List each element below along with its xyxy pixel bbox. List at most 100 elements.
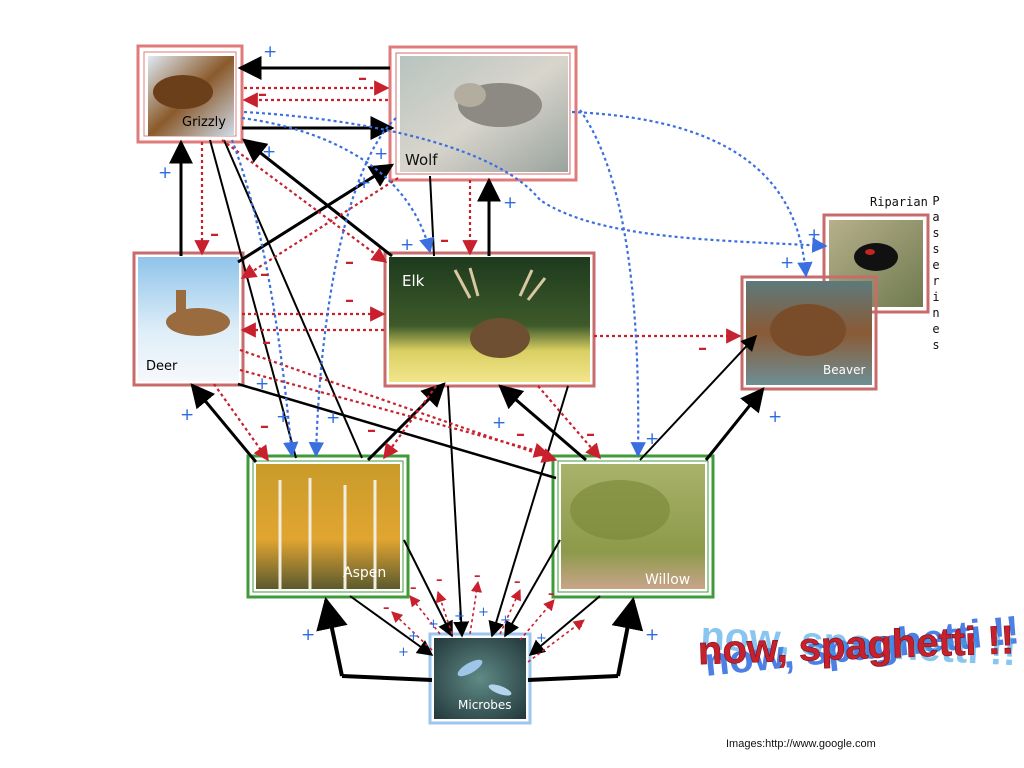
sign-plus: +	[492, 413, 506, 433]
arrow-aspen-deer	[190, 383, 258, 463]
label-aspen: Aspen	[343, 565, 386, 581]
sign-minus: –	[514, 575, 521, 590]
pos-grizzly-passerines	[243, 110, 828, 253]
label-microbes: Microbes	[458, 698, 512, 712]
node-willow: Willow	[551, 454, 715, 599]
sign-minus: –	[358, 68, 367, 89]
sign-plus: +	[478, 605, 489, 620]
arrow-microbes-willow	[527, 674, 619, 682]
sign-minus: –	[258, 84, 267, 105]
arrow-willow-elk	[498, 384, 587, 462]
sign-plus: +	[301, 625, 315, 645]
sign-minus: –	[367, 420, 376, 441]
sign-plus: +	[503, 193, 517, 213]
sign-minus: –	[260, 416, 269, 437]
arrow-aspen-grizzly	[209, 139, 297, 459]
neg-microbes-aspen-3	[469, 580, 483, 635]
label-willow: Willow	[645, 572, 690, 588]
pos-wolf-aspen	[308, 117, 397, 458]
node-wolf: Wolf	[388, 45, 578, 182]
arrow-elk-microbes-2	[488, 385, 569, 638]
sign-minus: –	[262, 332, 271, 353]
neg-microbes-willow-2	[519, 599, 555, 641]
sign-minus: –	[345, 290, 354, 311]
neg-deer-willow-2	[239, 368, 550, 458]
arrow-elk-grizzly	[242, 138, 393, 258]
pos-grizzly-aspen	[230, 139, 299, 458]
sign-plus: +	[454, 609, 465, 624]
node-aspen: Aspen	[246, 454, 410, 599]
node-elk: Elk	[383, 251, 596, 388]
arrow-aspen-microbes	[403, 539, 453, 638]
sign-plus: +	[408, 629, 419, 644]
sign-minus: –	[548, 587, 555, 602]
label-riparian: Riparian	[870, 195, 928, 209]
label-deer: Deer	[146, 359, 178, 374]
pos-grizzly-elk	[241, 116, 435, 254]
sign-minus: –	[440, 230, 449, 251]
node-microbes: Microbes	[428, 632, 532, 725]
sign-plus: +	[255, 374, 269, 394]
arrow-microbes-willow-up	[611, 596, 644, 677]
sign-minus: –	[516, 424, 525, 445]
sign-plus: +	[768, 407, 782, 427]
negative-effects	[194, 80, 742, 663]
label-elk: Elk	[402, 272, 425, 290]
neg-elk-willow	[537, 385, 602, 460]
sign-minus: –	[345, 252, 354, 273]
sign-plus: +	[645, 429, 659, 449]
sign-plus: +	[428, 617, 439, 632]
sign-minus: –	[474, 569, 481, 584]
sign-minus: –	[586, 424, 595, 445]
feeding-arrows	[169, 56, 765, 682]
arrow-aspen-microbes-2	[349, 595, 434, 656]
sign-plus: +	[374, 144, 388, 164]
sign-minus: –	[576, 619, 583, 634]
sign-minus: –	[410, 581, 417, 596]
arrow-willow-passerines	[639, 334, 758, 461]
pos-wolf-willow	[579, 109, 646, 458]
node-grizzly: Grizzly	[136, 44, 244, 144]
sign-plus: +	[276, 407, 290, 427]
neg-grizzly-elk	[221, 139, 388, 263]
arrow-willow-microbes	[504, 539, 561, 638]
sign-plus: +	[400, 235, 414, 255]
image-credit: Images:http://www.google.com	[726, 738, 876, 750]
neg-wolf-deer	[240, 177, 399, 279]
arrow-wolf-elk-down	[429, 175, 435, 257]
sign-plus: +	[398, 645, 409, 660]
sign-plus: +	[263, 42, 277, 62]
arrow-microbes-aspen-up	[316, 596, 348, 677]
neg-elk-aspen	[383, 385, 437, 460]
tagline-spaghetti: now, spaghetti !! now, spaghetti !! now,…	[697, 608, 1022, 685]
sign-minus: –	[436, 573, 443, 588]
sign-minus: –	[210, 224, 219, 245]
arrow-willow-microbes-2	[528, 595, 601, 657]
label-grizzly: Grizzly	[182, 115, 226, 130]
sign-minus: –	[698, 338, 707, 359]
sign-plus: +	[500, 613, 511, 628]
arrow-willow-beaver	[704, 387, 765, 461]
positive-effects	[230, 109, 828, 458]
sign-plus: +	[807, 225, 821, 245]
sign-minus: –	[260, 264, 269, 285]
sign-plus: +	[645, 625, 659, 645]
neg-microbes-aspen-2	[435, 590, 453, 635]
label-beaver: Beaver	[823, 363, 865, 377]
node-beaver: Beaver	[740, 275, 878, 391]
arrow-aspen-grizzly-2	[223, 139, 363, 459]
sign-plus: +	[180, 405, 194, 425]
sign-plus: +	[357, 173, 371, 193]
sign-plus: +	[262, 142, 276, 162]
neg-microbes-willow	[499, 588, 521, 635]
sign-plus: +	[780, 253, 794, 273]
arrow-microbes-aspen	[341, 674, 433, 682]
sign-minus: –	[383, 601, 390, 616]
node-deer: Deer	[132, 251, 245, 387]
arrow-deer-wolf	[237, 163, 395, 264]
sign-plus: +	[158, 163, 172, 183]
arrow-aspen-elk	[366, 382, 446, 462]
